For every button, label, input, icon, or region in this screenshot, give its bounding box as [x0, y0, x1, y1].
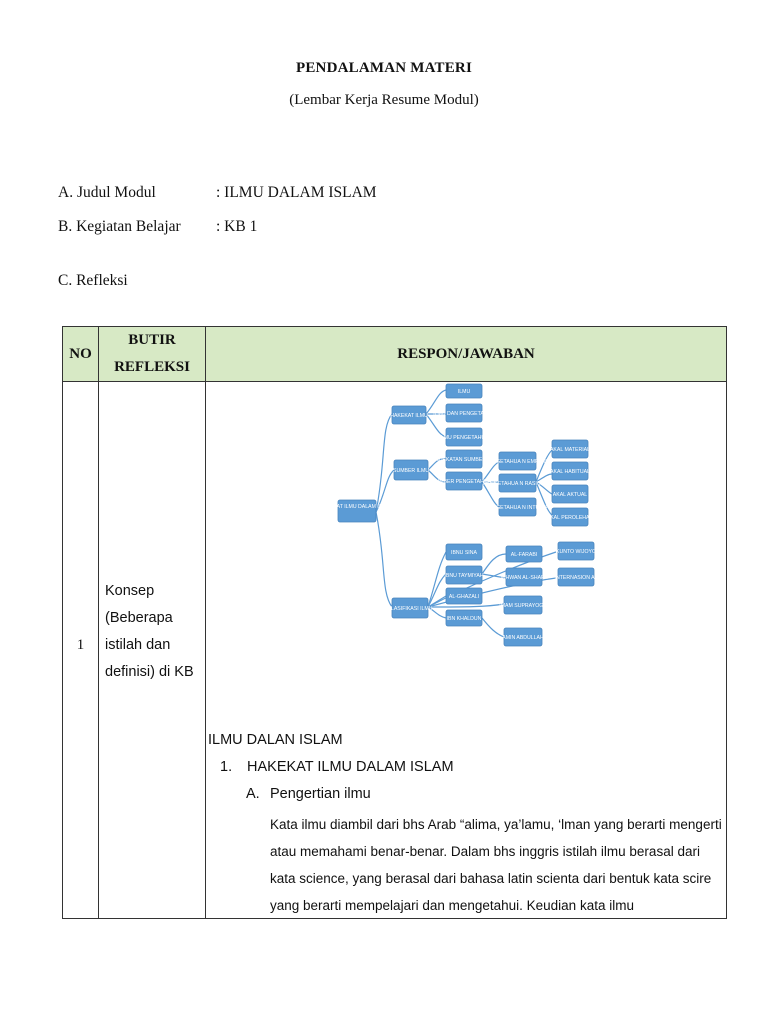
mindmap-links	[375, 389, 557, 638]
svg-text:AKAL AKTUAL: AKAL AKTUAL	[553, 492, 588, 498]
node-al-farabi: AL-FARABI	[505, 545, 543, 563]
svg-text:IBNU SINA: IBNU SINA	[451, 550, 477, 556]
node-empiris: PENGETAHUA N EMPIRIS	[485, 451, 549, 471]
node-klasifikasi: KLASIFIKASI ILMU	[388, 597, 433, 619]
node-ikhwan: IKHWAN AL-SHAFA	[501, 567, 548, 587]
svg-text:AKAL HABITUAL: AKAL HABITUAL	[550, 469, 590, 475]
node-hakekat: HAKEKAT ILMU	[390, 405, 428, 425]
field-label: B. Kegiatan Belajar	[58, 218, 181, 235]
node-ibnu-khaldun: IBN KHALDUN	[445, 609, 483, 627]
list-text: HAKEKAT ILMU DALAM ISLAM	[247, 759, 454, 775]
header-butir: BUTIR REFLEKSI	[98, 326, 206, 382]
node-pendekatan: PENDEKATAN SUMBER ILMU	[428, 449, 500, 469]
svg-text:IBNU TAYMIYAH: IBNU TAYMIYAH	[444, 573, 483, 579]
svg-text:SUMBER ILMU: SUMBER ILMU	[393, 468, 429, 474]
doc-subtitle: (Lembar Kerja Resume Modul)	[289, 92, 479, 108]
node-rasional: PENGETAHUA N RASIONAL	[483, 473, 551, 493]
field-value: : ILMU DALAM ISLAM	[216, 184, 377, 201]
node-ilmu: ILMU	[445, 383, 483, 399]
node-internasional: INTERNASION AL	[555, 567, 598, 587]
cell-no: 1	[62, 381, 99, 919]
node-root: HAKIKAT ILMU DALAM ISLAM	[321, 499, 393, 523]
field-label: A. Judul Modul	[58, 184, 156, 201]
svg-text:INTERNASION AL: INTERNASION AL	[555, 575, 598, 581]
node-ilmu-dan: ILMU DAN PENGETAHUA	[433, 403, 495, 423]
table-row: 1 Konsep (Beberapa istilah dan definisi)…	[62, 381, 727, 919]
node-ilmu-pengetahuan: ILMU PENGETAHUA	[439, 427, 489, 447]
svg-text:KUNTO WIJOYO: KUNTO WIJOYO	[556, 549, 596, 555]
list-letter: A.	[246, 786, 260, 802]
node-akal-material: AKAL MATERIAL	[550, 439, 590, 459]
svg-text:AL-FARABI: AL-FARABI	[511, 552, 538, 558]
svg-text:IBN KHALDUN: IBN KHALDUN	[447, 616, 482, 622]
list-number: 1.	[220, 759, 233, 775]
node-imam: IMAM SUPRAYOGA	[499, 595, 547, 615]
node-sumber-pengetahuan: SUMBER PENGETAHUA N	[432, 471, 496, 491]
node-ibnu-taymiyah: IBNU TAYMIYAH	[444, 565, 484, 585]
cell-butir: Konsep (Beberapa istilah dan definisi) d…	[98, 381, 206, 919]
reflection-table: NO BUTIR REFLEKSI RESPON/JAWABAN 1 Konse…	[62, 326, 727, 919]
field-value: : KB 1	[216, 218, 258, 235]
node-akal-habitual: AKAL HABITUAL	[550, 461, 590, 481]
svg-text:IKHWAN AL-SHAFA: IKHWAN AL-SHAFA	[501, 575, 548, 581]
svg-text:ILMU PENGETAHUA: ILMU PENGETAHUA	[439, 435, 489, 441]
svg-text:HAKIKAT ILMU DALAM ISLAM: HAKIKAT ILMU DALAM ISLAM	[321, 504, 393, 510]
svg-text:AKAL MATERIAL: AKAL MATERIAL	[550, 447, 590, 453]
svg-text:AMIN ABDULLAH: AMIN ABDULLAH	[502, 635, 544, 641]
content-heading: ILMU DALAN ISLAM	[208, 732, 343, 748]
butir-text: Konsep (Beberapa istilah dan definisi) d…	[105, 583, 194, 680]
svg-text:KLASIFIKASI ILMU: KLASIFIKASI ILMU	[388, 606, 433, 612]
list-item: A. Pengertian ilmu	[246, 786, 371, 802]
node-al-ghazali: AL-GHAZALI	[445, 587, 483, 605]
svg-text:PENGETAHUA N EMPIRIS: PENGETAHUA N EMPIRIS	[485, 459, 549, 465]
mindmap-diagram: HAKIKAT ILMU DALAM ISLAM HAKEKAT ILMU SU…	[321, 383, 598, 647]
header-respon: RESPON/JAWABAN	[205, 326, 727, 382]
row-number: 1	[76, 637, 85, 653]
svg-text:AKAL PEROLEHAN: AKAL PEROLEHAN	[547, 515, 594, 521]
svg-text:AL-GHAZALI: AL-GHAZALI	[449, 594, 479, 600]
list-text: Pengertian ilmu	[270, 786, 371, 802]
node-ibnu-sina: IBNU SINA	[445, 543, 483, 561]
header-no: NO	[62, 326, 99, 382]
field-kegiatan-belajar: B. Kegiatan Belajar : KB 1	[58, 218, 257, 236]
svg-text:ILMU DAN PENGETAHUA: ILMU DAN PENGETAHUA	[433, 411, 495, 417]
table-header-row: NO BUTIR REFLEKSI RESPON/JAWABAN	[62, 326, 727, 382]
section-refleksi: C. Refleksi	[58, 272, 128, 289]
cell-respon: HAKIKAT ILMU DALAM ISLAM HAKEKAT ILMU SU…	[205, 381, 727, 919]
doc-title: PENDALAMAN MATERI	[295, 60, 473, 76]
node-kunto: KUNTO WIJOYO	[556, 541, 596, 561]
svg-text:SUMBER PENGETAHUA N: SUMBER PENGETAHUA N	[432, 479, 496, 485]
node-akal-perolehan: AKAL PEROLEHAN	[547, 507, 594, 527]
svg-text:IMAM SUPRAYOGA: IMAM SUPRAYOGA	[499, 603, 547, 609]
svg-text:ILMU: ILMU	[458, 389, 471, 395]
node-amin: AMIN ABDULLAH	[502, 627, 544, 647]
svg-text:HAKEKAT ILMU: HAKEKAT ILMU	[390, 413, 428, 419]
node-intuitif: PENGETAHUA N INTUITIF	[485, 497, 549, 517]
svg-text:PENDEKATAN SUMBER ILMU: PENDEKATAN SUMBER ILMU	[428, 457, 500, 463]
node-sumber: SUMBER ILMU	[393, 459, 429, 481]
svg-text:PENGETAHUA N RASIONAL: PENGETAHUA N RASIONAL	[483, 481, 551, 487]
content-paragraph: Kata ilmu diambil dari bhs Arab “alima, …	[270, 817, 722, 913]
svg-text:PENGETAHUA N INTUITIF: PENGETAHUA N INTUITIF	[485, 505, 548, 511]
list-item: 1. HAKEKAT ILMU DALAM ISLAM	[220, 759, 454, 775]
field-judul-modul: A. Judul Modul : ILMU DALAM ISLAM	[58, 184, 377, 202]
node-akal-aktual: AKAL AKTUAL	[551, 484, 589, 504]
